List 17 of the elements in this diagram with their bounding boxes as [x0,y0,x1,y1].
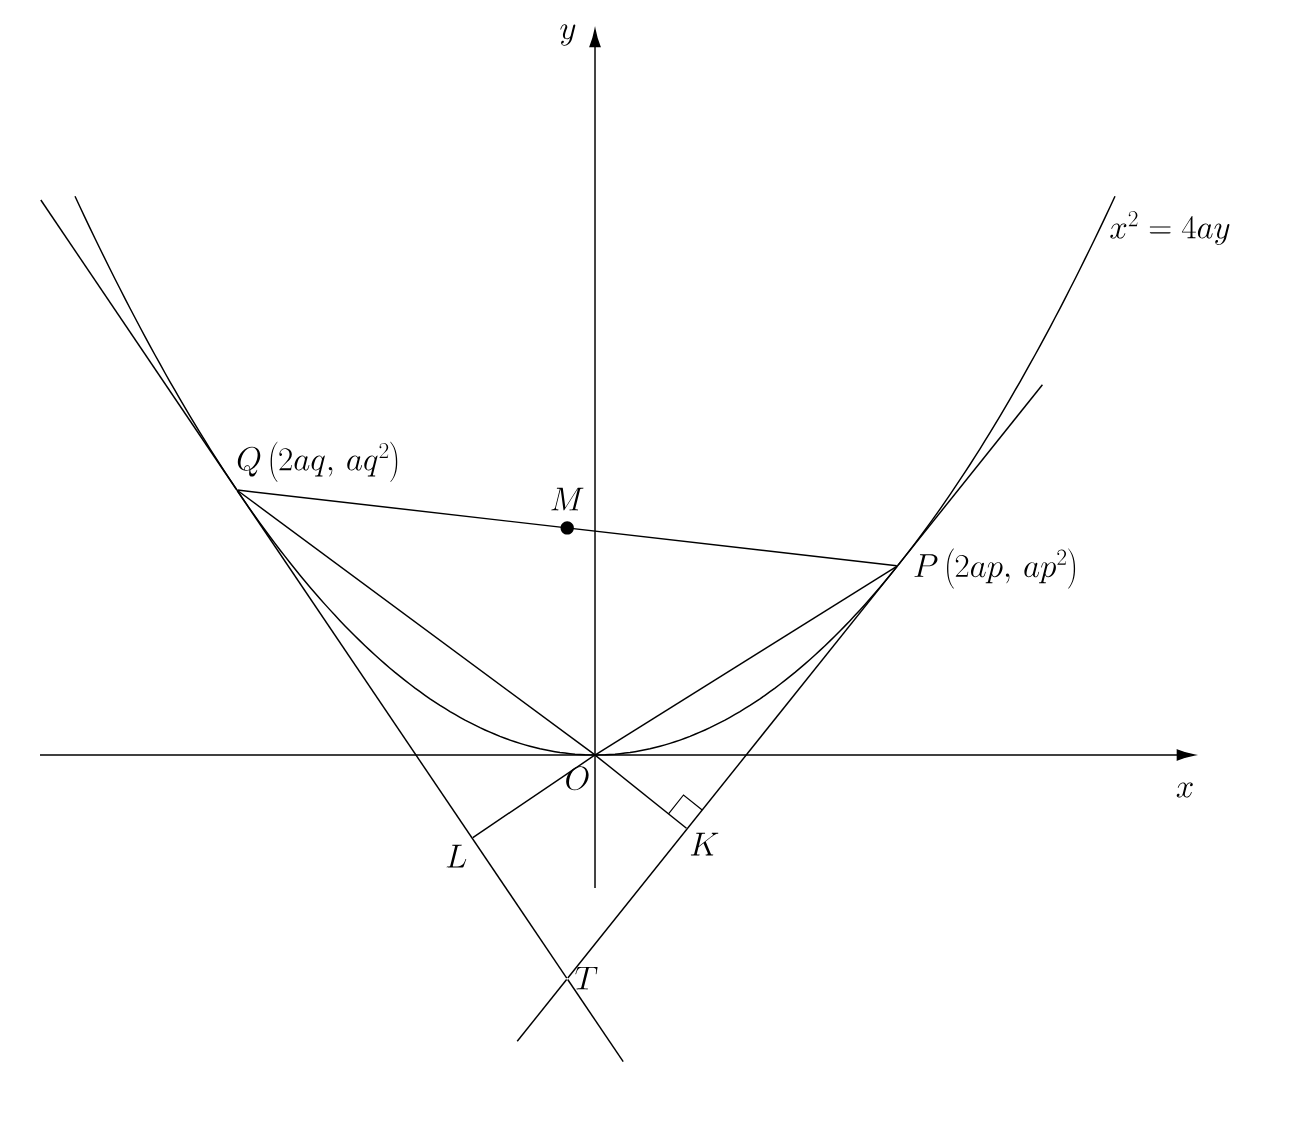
axis-label: $y$ [560,24,576,46]
curve-equation: $x^{2} = 4ay$ [1110,210,1230,245]
tangent-line [567,565,898,979]
tangent-line [236,490,568,979]
point-label: $Q\left(2aq,\, aq^{2}\right)$ [237,441,398,482]
line-segment [236,489,595,756]
line-segment [595,754,688,829]
point-label: $T$ [575,966,598,990]
axis-label: $x$ [1176,782,1193,798]
point-label: $K$ [690,832,719,856]
point-label: $O$ [566,766,589,791]
point-label: $L$ [446,844,467,868]
point-label: $P\left(2ap,\, ap^{2}\right)$ [914,548,1076,589]
line-segment [595,565,898,756]
line-segment [236,489,898,567]
line-segment [472,754,595,839]
point-label: $M$ [551,487,584,535]
